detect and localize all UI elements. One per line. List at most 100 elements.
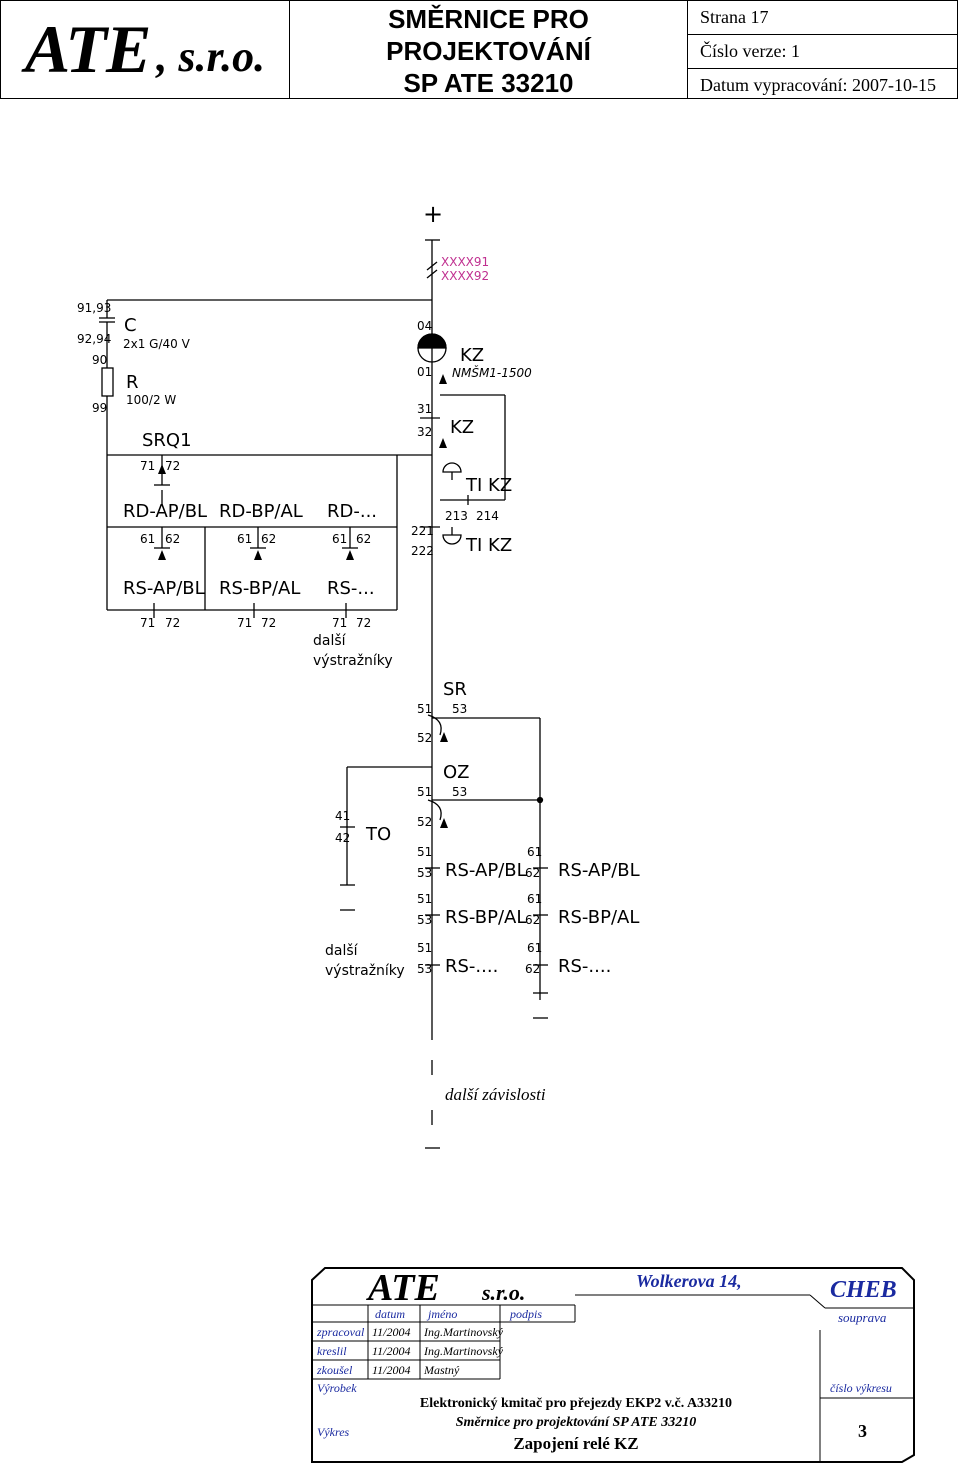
sr-t53: 53 <box>452 702 467 716</box>
to-label: TO <box>365 824 391 845</box>
rs-a-t51: 51 <box>417 845 432 859</box>
cap-terminal-2: 92,94 <box>77 332 111 346</box>
tb-souprava: souprava <box>838 1310 887 1325</box>
rd2-t61: 61 <box>237 532 252 546</box>
tb-r1-name: Ing.Martinovský <box>423 1325 504 1339</box>
rs1-t71: 71 <box>140 616 155 630</box>
tb-city: CHEB <box>830 1277 897 1303</box>
company-logo: ATE, s.r.o. <box>1 1 290 98</box>
oz-t53: 53 <box>452 785 467 799</box>
oz-label: OZ <box>443 762 470 783</box>
dalsi-label-2: další <box>325 943 359 959</box>
tb-logo-ate: ATE <box>366 1267 440 1309</box>
resistor-value: 100/2 W <box>126 393 176 407</box>
srq1-label: SRQ1 <box>142 430 192 451</box>
rs-a-t62: 62 <box>525 866 540 880</box>
kz-t01: 01 <box>417 365 432 379</box>
resistor-terminal-2: 99 <box>92 401 107 415</box>
tb-vyrobek: Výrobek <box>317 1381 357 1395</box>
tb-vykres: Výkres <box>317 1425 350 1439</box>
page-number: Strana 17 <box>688 1 957 35</box>
ti-t214: 214 <box>476 509 499 523</box>
tb-col-datum: datum <box>375 1307 405 1321</box>
tb-r2-date: 11/2004 <box>372 1344 410 1358</box>
kz-lamp-label: KZ <box>460 345 484 366</box>
tb-document: Směrnice pro projektování SP ATE 33210 <box>456 1415 696 1430</box>
rs-a-t53: 53 <box>417 866 432 880</box>
rs-bpal-label: RS-BP/AL <box>219 578 300 599</box>
oz-t52: 52 <box>417 815 432 829</box>
capacitor-name: C <box>124 315 137 336</box>
rs-a-apbl: RS-AP/BL <box>445 860 527 881</box>
dalsi-label-1: další <box>313 633 347 649</box>
rs3-t71: 71 <box>332 616 347 630</box>
rs2-t72: 72 <box>261 616 276 630</box>
rd-apbl-label: RD-AP/BL <box>123 501 207 522</box>
tb-r3-name: Mastný <box>423 1363 460 1377</box>
to-t41: 41 <box>335 809 350 823</box>
rd3-t61: 61 <box>332 532 347 546</box>
to-t42: 42 <box>335 831 350 845</box>
rs-f-t61: 61 <box>527 941 542 955</box>
rs-c-bpal: RS-BP/AL <box>445 907 526 928</box>
sr-t52: 52 <box>417 731 432 745</box>
fuse-label-1: XXXX91 <box>441 255 489 269</box>
rd2-t62: 62 <box>261 532 276 546</box>
tb-col-podpis: podpis <box>509 1307 542 1321</box>
rs-d-t61: 61 <box>527 892 542 906</box>
kz-t31: 31 <box>417 402 432 416</box>
document-info: Strana 17 Číslo verze: 1 Datum vypracová… <box>688 1 957 98</box>
rs-e-dots: RS-.... <box>445 956 498 977</box>
kz-t32: 32 <box>417 425 432 439</box>
rs-f-dots: RS-.... <box>558 956 611 977</box>
rs-f-t62: 62 <box>525 962 540 976</box>
oz-t51: 51 <box>417 785 432 799</box>
cap-terminal-1: 91,93 <box>77 301 111 315</box>
rs-c-t53: 53 <box>417 913 432 927</box>
tb-drawing-number: 3 <box>858 1421 867 1441</box>
ti-t222: 222 <box>411 544 434 558</box>
rd1-t62: 62 <box>165 532 180 546</box>
rs-d-t62: 62 <box>525 913 540 927</box>
page-header: ATE, s.r.o. SMĚRNICE PRO PROJEKTOVÁNÍ SP… <box>0 0 958 99</box>
rd1-t61: 61 <box>140 532 155 546</box>
rs2-t71: 71 <box>237 616 252 630</box>
sr-label: SR <box>443 679 467 700</box>
dalsi-zavislosti-label: další závislosti <box>445 1085 546 1104</box>
rd-dots-label: RD-... <box>327 501 377 522</box>
document-title: SMĚRNICE PRO PROJEKTOVÁNÍ SP ATE 33210 <box>290 1 688 98</box>
resistor-terminal-1: 90 <box>92 353 107 367</box>
rs-b-apbl: RS-AP/BL <box>558 860 640 881</box>
logo-suffix: , s.r.o. <box>156 32 266 81</box>
rd3-t62: 62 <box>356 532 371 546</box>
tb-r1-label: zpracoval <box>316 1325 365 1339</box>
tb-r1-date: 11/2004 <box>372 1325 410 1339</box>
title-line-3: SP ATE 33210 <box>403 68 574 98</box>
srq1-t71: 71 <box>140 459 155 473</box>
logo-main: ATE <box>24 11 151 87</box>
tb-col-jmeno: jméno <box>426 1307 457 1321</box>
title-line-1: SMĚRNICE PRO <box>388 4 589 34</box>
vystrazniky-label-1: výstražníky <box>313 653 393 669</box>
rs-c-t51: 51 <box>417 892 432 906</box>
resistor-name: R <box>126 372 139 393</box>
srq1-t72: 72 <box>165 459 180 473</box>
ti-t213: 213 <box>445 509 468 523</box>
plus-terminal: + <box>423 200 443 228</box>
rs-dots-label: RS-... <box>327 578 375 599</box>
tb-r3-date: 11/2004 <box>372 1363 410 1377</box>
sr-t51: 51 <box>417 702 432 716</box>
tb-r2-label: kreslil <box>317 1344 347 1358</box>
ti-kz-label-1: TI KZ <box>465 475 512 496</box>
vystrazniky-label-2: výstražníky <box>325 963 405 979</box>
rs-a-t61: 61 <box>527 845 542 859</box>
tb-cislo-vykresu: číslo výkresu <box>830 1381 892 1395</box>
tb-drawing-title: Zapojení relé KZ <box>513 1434 638 1453</box>
kz-contact-label: KZ <box>450 417 474 438</box>
rs1-t72: 72 <box>165 616 180 630</box>
capacitor-value: 2x1 G/40 V <box>123 337 191 351</box>
ti-kz-label-2: TI KZ <box>465 535 512 556</box>
issue-date: Datum vypracování: 2007-10-15 <box>700 75 936 95</box>
version-number: Číslo verze: 1 <box>688 35 957 69</box>
